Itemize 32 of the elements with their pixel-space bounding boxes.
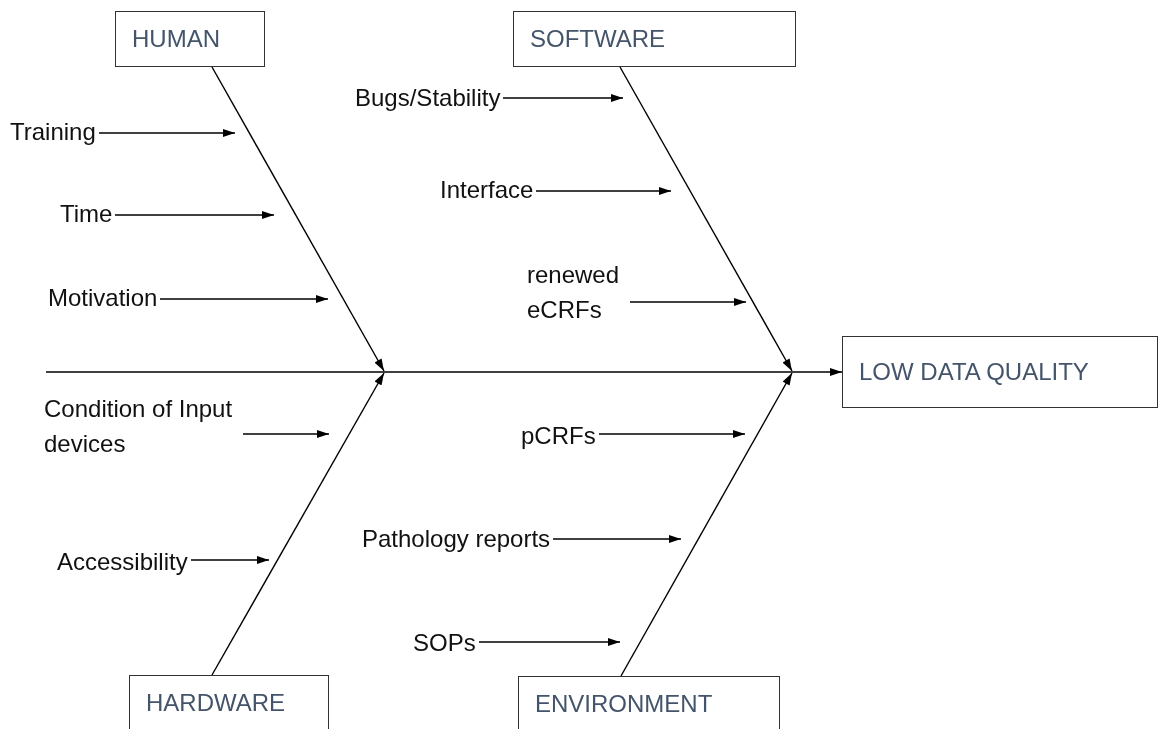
cause-label: Time [60,197,113,232]
cause-label: Pathology reports [362,522,551,557]
cause-label: Bugs/Stability [355,81,501,116]
effect-box: LOW DATA QUALITY [842,336,1158,408]
arrow [598,430,746,438]
category-box: HUMAN [115,11,265,67]
arrow [114,211,275,219]
arrow [619,66,793,372]
arrow [211,372,385,676]
arrow [502,94,624,102]
arrow [620,372,793,677]
cause-label: renewed eCRFs [527,258,627,328]
cause-label: pCRFs [521,419,596,454]
category-box: HARDWARE [129,675,329,729]
arrow [535,187,672,195]
arrow [629,298,747,306]
category-box: ENVIRONMENT [518,676,780,729]
arrow [478,638,621,646]
cause-label: Condition of Input devices [44,392,240,462]
arrow [211,66,385,372]
cause-label: Training [10,115,96,150]
arrow [242,430,330,438]
cause-label: SOPs [413,626,476,661]
cause-label: Motivation [48,281,158,316]
cause-label: Interface [440,173,534,208]
arrow [190,556,270,564]
arrow [98,129,236,137]
category-box: SOFTWARE [513,11,796,67]
arrow [45,368,843,376]
arrow [159,295,329,303]
arrow [552,535,682,543]
cause-label: Accessibility [57,545,188,580]
